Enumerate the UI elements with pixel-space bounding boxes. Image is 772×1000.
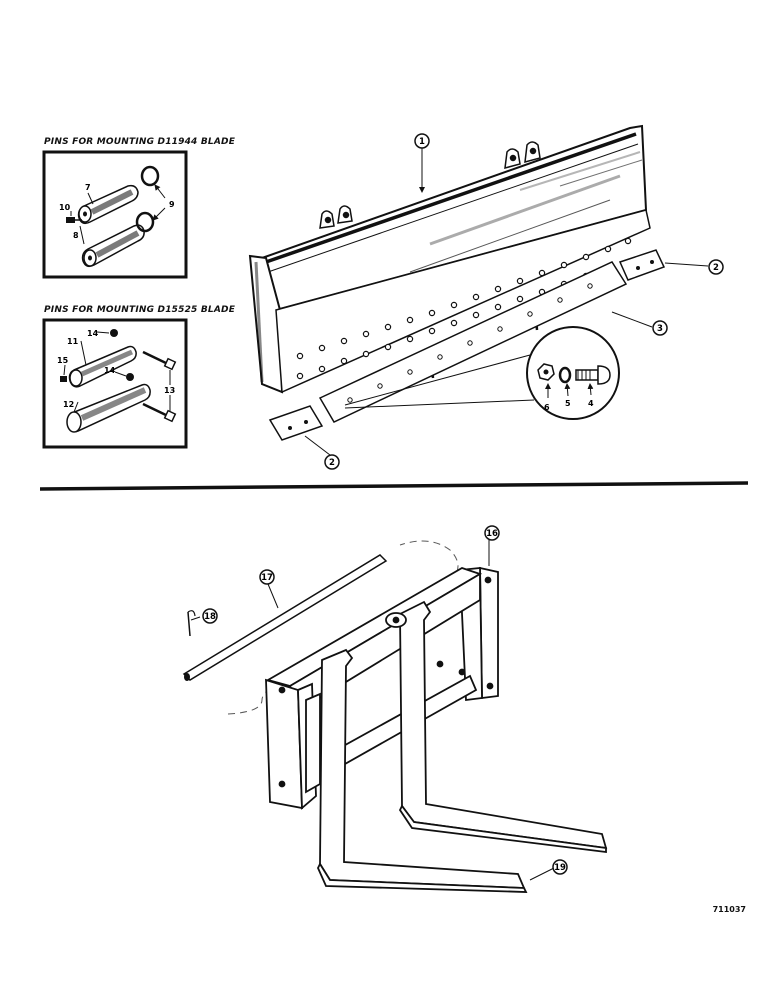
callout-2-left: 2 xyxy=(324,454,340,470)
label-14-lower: 14 xyxy=(104,366,116,375)
pin-7-shape xyxy=(77,184,139,225)
callout-2-right: 2 xyxy=(708,259,724,275)
label-6: 6 xyxy=(544,403,550,412)
svg-text:2: 2 xyxy=(329,458,335,468)
bolt-4 xyxy=(575,365,611,385)
ring-9-bottom xyxy=(135,211,155,233)
svg-text:1: 1 xyxy=(419,137,425,147)
label-8: 8 xyxy=(73,231,79,240)
label-10: 10 xyxy=(59,203,71,212)
callout-16: 16 xyxy=(484,525,500,541)
label-12: 12 xyxy=(63,400,74,409)
label-13: 13 xyxy=(164,386,175,395)
nut-6 xyxy=(537,363,555,381)
bucket-front-strip xyxy=(275,209,651,394)
section-divider xyxy=(39,481,749,491)
svg-text:16: 16 xyxy=(486,529,498,539)
hardware-detail-bubble: 6 5 4 xyxy=(344,326,620,420)
pin-11-shape xyxy=(68,345,137,388)
callout-18: 18 xyxy=(202,608,218,624)
callout-1: 1 xyxy=(414,133,430,149)
callout-19: 19 xyxy=(552,859,568,875)
nut-14-lower xyxy=(126,373,134,381)
inset-d15525: 11 12 13 14 14 15 xyxy=(42,318,188,449)
label-11: 11 xyxy=(67,337,79,346)
svg-text:18: 18 xyxy=(204,612,216,622)
bucket-assembly: 6 5 4 1 2 3 2 xyxy=(248,124,724,470)
label-9: 9 xyxy=(169,200,175,209)
bucket-mount-lugs xyxy=(319,141,541,229)
inset-title-d11944: PINS FOR MOUNTING D11944 BLADE xyxy=(44,137,236,147)
pin-8-shape xyxy=(81,224,145,268)
washer-5 xyxy=(558,366,572,384)
fork-tines-19 xyxy=(317,600,608,893)
inset-title-d15525: PINS FOR MOUNTING D15525 BLADE xyxy=(44,305,236,315)
svg-text:2: 2 xyxy=(713,263,719,273)
label-14-upper: 14 xyxy=(87,329,99,338)
svg-text:3: 3 xyxy=(657,324,663,334)
svg-text:17: 17 xyxy=(261,573,273,583)
label-5: 5 xyxy=(565,399,571,408)
pin-18 xyxy=(187,610,196,637)
fitting-15 xyxy=(60,376,67,382)
bolt-13-lower xyxy=(142,402,177,423)
callout-17: 17 xyxy=(259,569,275,585)
cutting-edge xyxy=(318,261,628,423)
fork-assembly: 16 17 18 19 xyxy=(182,525,608,893)
label-15: 15 xyxy=(57,356,69,365)
label-4: 4 xyxy=(588,399,594,408)
drawing-number: 711037 xyxy=(712,905,746,914)
rod-17 xyxy=(182,554,388,681)
pin-10-shape xyxy=(66,217,82,223)
ring-9-top xyxy=(140,165,160,187)
inset-d11944: 7 8 9 10 xyxy=(42,150,188,279)
callout-3: 3 xyxy=(652,320,668,336)
label-7: 7 xyxy=(85,183,91,192)
end-bit-right xyxy=(618,249,666,281)
svg-text:19: 19 xyxy=(554,863,566,873)
bolt-13-upper xyxy=(142,350,177,371)
end-bit-left xyxy=(268,405,324,441)
pin-12-shape xyxy=(66,383,151,433)
nut-14-upper xyxy=(110,329,118,337)
